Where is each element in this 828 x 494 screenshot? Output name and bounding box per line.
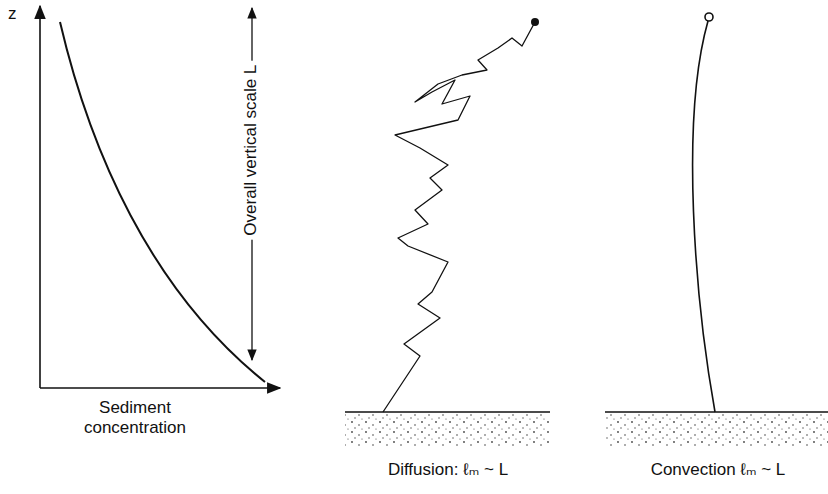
particle	[705, 13, 713, 21]
convection-path	[693, 21, 715, 412]
axis-label: z	[8, 4, 17, 24]
sediment-bed	[345, 413, 550, 447]
panel-caption: Convection ℓₘ ~ L	[651, 460, 786, 480]
axis-label: Sediment concentration	[70, 398, 200, 439]
concentration-curve	[60, 22, 265, 382]
particle	[531, 18, 539, 26]
random-walk-path	[383, 22, 535, 412]
bed-surface	[605, 411, 828, 413]
scale-label: Overall vertical scale L	[242, 60, 262, 239]
bed-surface	[345, 411, 550, 413]
panel-caption: Diffusion: ℓₘ ~ L	[388, 460, 508, 480]
sediment-bed	[605, 413, 828, 447]
z-axis	[39, 6, 41, 388]
x-axis	[40, 387, 280, 389]
